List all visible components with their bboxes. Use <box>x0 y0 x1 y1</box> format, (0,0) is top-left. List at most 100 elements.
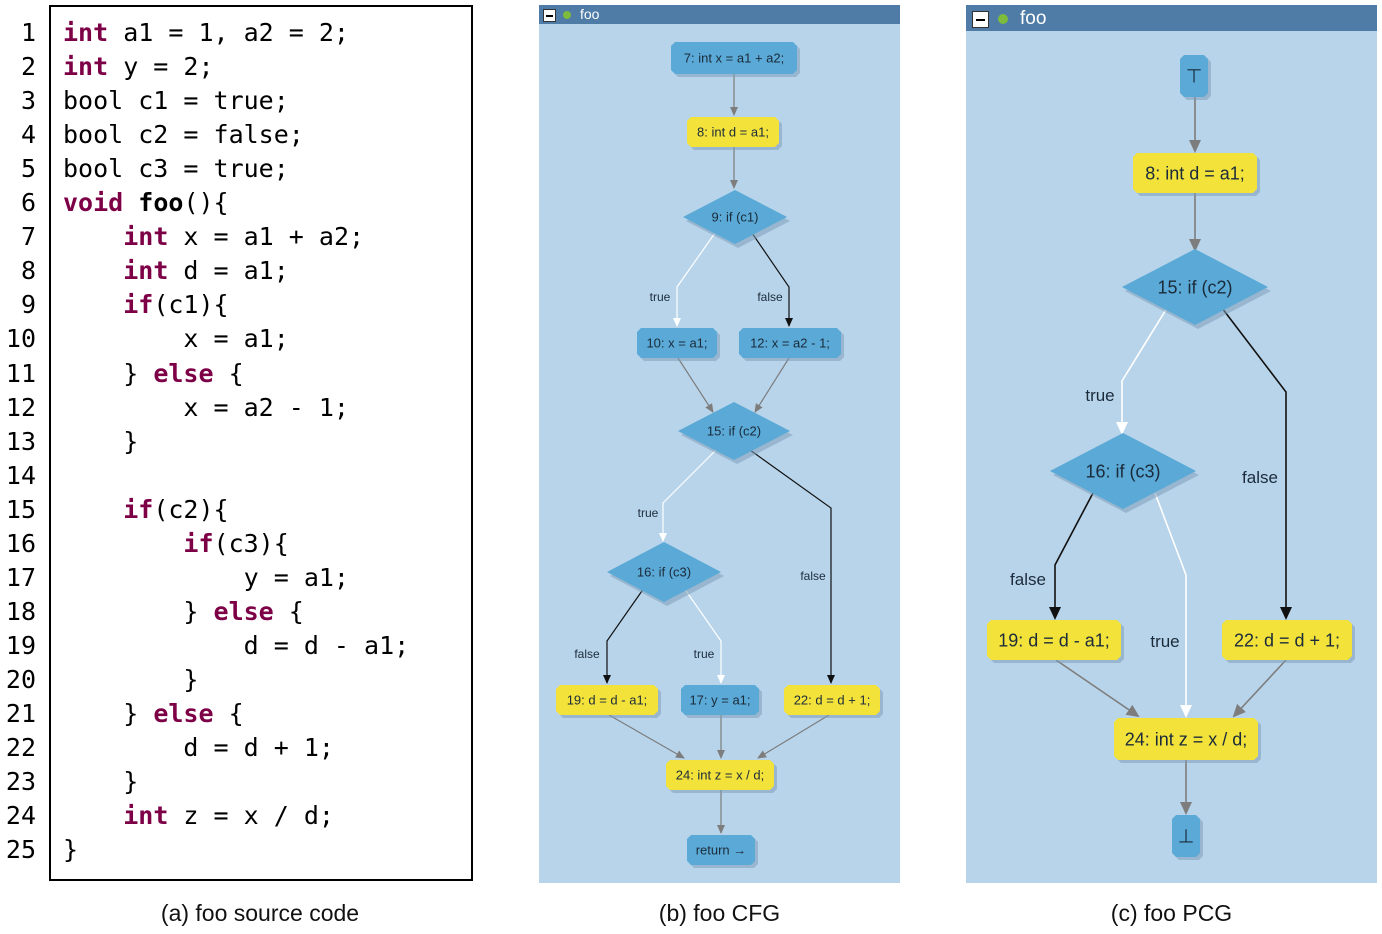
code-indent <box>63 495 123 524</box>
code-line: } <box>63 427 138 457</box>
node-n24[interactable]: 24: int z = x / d; <box>1114 718 1261 763</box>
node-n16[interactable]: 16: if (c3) <box>1050 433 1199 513</box>
node-n19[interactable]: 19: d = d - a1; <box>987 620 1124 663</box>
node-label: 17: y = a1; <box>689 693 750 708</box>
node-shape <box>687 835 755 865</box>
node-n22[interactable]: 22: d = d + 1; <box>1222 620 1355 663</box>
node-label: 24: int z = x / d; <box>1125 729 1248 749</box>
code-token: { <box>213 699 244 728</box>
node-n19[interactable]: 19: d = d - a1; <box>556 685 661 718</box>
line-number: 4 <box>20 120 36 150</box>
graph-edge <box>608 714 685 759</box>
line-number: 9 <box>20 290 36 320</box>
node-label: 19: d = d - a1; <box>567 693 648 708</box>
code-keyword: if <box>123 290 154 320</box>
line-number: 12 <box>5 392 36 422</box>
code-token: bool c1 = true; <box>63 86 289 116</box>
graph-edge <box>683 587 725 684</box>
edge-label: true <box>650 290 671 304</box>
code-token: bool c3 = true; <box>63 154 289 184</box>
line-number: 10 <box>5 324 36 354</box>
edge-label: true <box>1085 386 1114 405</box>
code-keyword: int <box>63 52 109 82</box>
code-line: } <box>63 665 198 695</box>
code-line: } <box>63 767 138 797</box>
code-line: if(c1){ <box>63 290 228 320</box>
code-token: y = a1; <box>243 562 349 592</box>
node-label: 8: int d = a1; <box>697 125 769 140</box>
node-top[interactable]: ⊤ <box>1180 55 1211 100</box>
line-number: 2 <box>20 52 36 82</box>
code-line: int d = a1; <box>63 256 289 286</box>
caption-c: (c) foo PCG <box>1110 900 1233 926</box>
node-n17[interactable]: 17: y = a1; <box>681 685 762 718</box>
code-token: z = x / d; <box>168 801 334 831</box>
node-shape <box>681 685 759 715</box>
node-n9[interactable]: 9: if (c1) <box>683 190 790 248</box>
pcg-titlebar: foo <box>966 5 1377 31</box>
node-n10[interactable]: 10: x = a1; <box>637 328 720 361</box>
pcg-bug-icon <box>998 14 1008 24</box>
code-keyword: else <box>153 358 214 388</box>
node-shape <box>739 328 841 358</box>
code-token: } <box>123 767 139 797</box>
cfg-titlebar: foo <box>539 5 900 24</box>
node-shape <box>556 685 658 715</box>
node-shape <box>687 117 779 147</box>
code-line: x = a1; <box>63 324 288 354</box>
node-n24[interactable]: 24: int z = x / d; <box>666 760 777 793</box>
code-line: bool c2 = false; <box>63 120 304 150</box>
node-label: 7: int x = a1 + a2; <box>684 51 784 66</box>
node-label: 22: d = d + 1; <box>1234 630 1340 650</box>
cfg-collapse-button[interactable] <box>543 9 556 22</box>
code-line: int z = x / d; <box>63 801 334 831</box>
node-bot[interactable]: ⊥ <box>1172 815 1203 860</box>
code-token: d = a1; <box>168 256 289 286</box>
code-token: } <box>183 596 214 626</box>
node-label: ⊥ <box>1178 827 1195 848</box>
node-shape <box>607 542 721 602</box>
caption-a: (a) foo source code <box>160 900 360 926</box>
pcg-graph: true false false true ⊤ 8: int d = a1; 15: if… <box>987 55 1355 860</box>
line-number: 25 <box>5 835 36 865</box>
code-token: } <box>123 358 154 388</box>
node-nret[interactable]: return → <box>687 835 758 868</box>
node-shape <box>1133 153 1257 193</box>
node-n16[interactable]: 16: if (c3) <box>607 542 724 606</box>
pcg-collapse-button[interactable] <box>972 11 989 28</box>
code-line: int y = 2; <box>63 52 214 82</box>
code-indent <box>63 631 244 660</box>
code-line: void foo(){ <box>63 188 229 218</box>
node-n8[interactable]: 8: int d = a1; <box>687 117 782 150</box>
node-n12[interactable]: 12: x = a2 - 1; <box>739 328 844 361</box>
edge-label: false <box>574 647 600 661</box>
code-indent <box>63 563 244 592</box>
node-n22[interactable]: 22: d = d + 1; <box>784 685 883 718</box>
graph-edge <box>677 357 714 413</box>
edge-label: false <box>1242 468 1278 487</box>
node-shape <box>784 685 880 715</box>
code-token: (){ <box>183 188 229 218</box>
code-token: bool c2 = false; <box>63 120 304 150</box>
node-label: ⊤ <box>1186 67 1203 88</box>
node-label: 19: d = d - a1; <box>998 630 1110 650</box>
node-n7[interactable]: 7: int x = a1 + a2; <box>671 42 800 77</box>
code-indent <box>63 324 183 353</box>
node-n15[interactable]: 15: if (c2) <box>1122 249 1271 329</box>
line-number: 7 <box>20 222 36 252</box>
line-number: 18 <box>5 596 36 626</box>
line-number: 8 <box>20 256 36 286</box>
edge-label: true <box>1150 632 1179 651</box>
edge-label: false <box>1010 570 1046 589</box>
node-n15[interactable]: 15: if (c2) <box>678 402 793 464</box>
code-line: d = d + 1; <box>63 733 334 763</box>
code-indent <box>63 359 123 388</box>
node-n8[interactable]: 8: int d = a1; <box>1133 153 1260 196</box>
code-line: } else { <box>63 358 243 389</box>
code-token: } <box>123 426 139 456</box>
code-token: (c2){ <box>153 494 229 524</box>
node-shape <box>1114 718 1258 760</box>
graph-edge <box>1049 492 1094 620</box>
